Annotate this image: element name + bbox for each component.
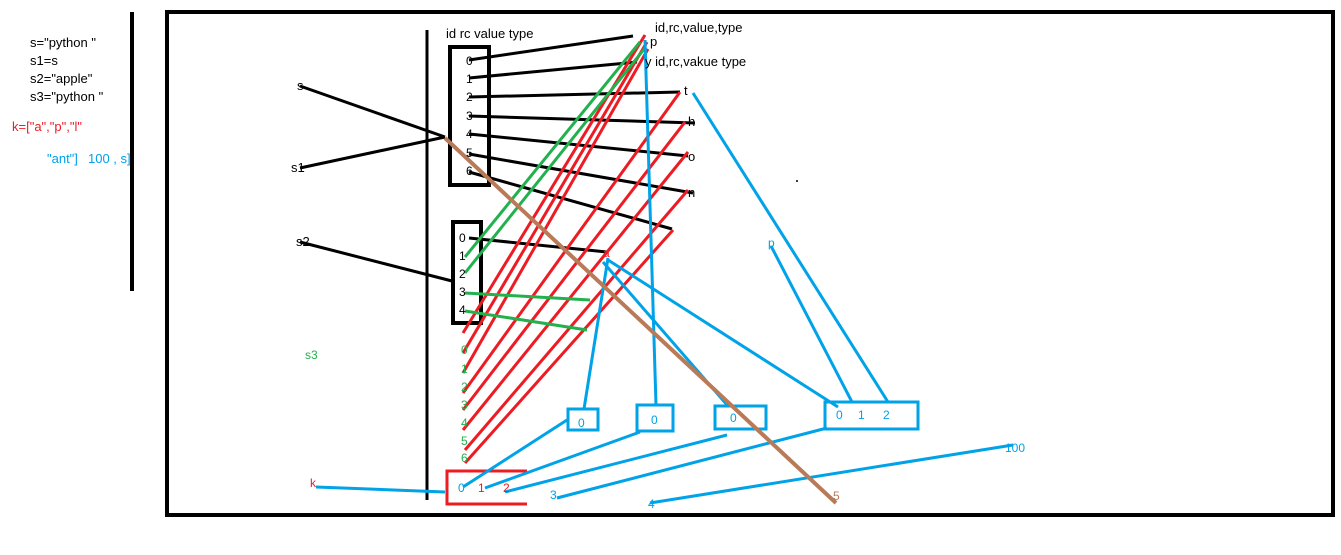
diagram-frame bbox=[165, 10, 1335, 517]
nested-cell-2: 2 bbox=[883, 408, 890, 422]
k-extra-5: 5 bbox=[833, 489, 840, 503]
list-cell-box-1 bbox=[566, 407, 600, 432]
number-100: 100 bbox=[1005, 441, 1025, 455]
list-cell-2: 0 bbox=[651, 413, 658, 427]
var-k: k bbox=[310, 476, 317, 490]
stray-dot bbox=[796, 180, 798, 182]
letter-h: h bbox=[688, 114, 695, 129]
green-index-0: 0 bbox=[461, 343, 468, 357]
green-index-6: 6 bbox=[461, 451, 468, 465]
list-cell-box-3 bbox=[713, 404, 768, 431]
apple-index-1: 1 bbox=[459, 249, 466, 263]
k-cell-2: 2 bbox=[503, 481, 510, 495]
code-line-5: k=["a","p","l" bbox=[12, 119, 82, 134]
apple-index-3: 3 bbox=[459, 285, 466, 299]
nested-cell-1: 1 bbox=[858, 408, 865, 422]
blue-lines bbox=[315, 39, 1014, 505]
nested-list-label: p bbox=[768, 236, 775, 250]
green-index-1: 1 bbox=[461, 362, 468, 376]
letter-t: t bbox=[684, 83, 688, 98]
code-line-1: s="python " bbox=[30, 35, 96, 50]
green-index-2: 2 bbox=[461, 380, 468, 394]
apple-index-4: 4 bbox=[459, 303, 466, 317]
py-index-6: 6 bbox=[466, 164, 473, 178]
brown-line bbox=[443, 136, 838, 505]
py-index-1: 1 bbox=[466, 72, 473, 86]
code-line-6b: 100 , s] bbox=[88, 151, 131, 166]
py-index-3: 3 bbox=[466, 109, 473, 123]
code-line-2: s1=s bbox=[30, 53, 58, 68]
nested-list-box bbox=[823, 400, 920, 431]
py-index-0: 0 bbox=[466, 54, 473, 68]
apple-index-0: 0 bbox=[459, 231, 466, 245]
apple-index-2: 2 bbox=[459, 267, 466, 281]
letter-o: o bbox=[688, 149, 695, 164]
green-index-4: 4 bbox=[461, 416, 468, 430]
var-s1: s1 bbox=[291, 160, 305, 175]
var-s: s bbox=[297, 78, 304, 93]
green-index-5: 5 bbox=[461, 434, 468, 448]
green-lines bbox=[463, 41, 647, 332]
header-top-right: id,rc,value,type bbox=[655, 20, 742, 35]
k-cell-1: 1 bbox=[478, 481, 485, 495]
list-cell-1: 0 bbox=[578, 416, 585, 430]
py-index-4: 4 bbox=[466, 127, 473, 141]
letter-n: n bbox=[688, 185, 695, 200]
k-extra-4: 4 bbox=[648, 497, 655, 511]
code-line-3: s2="apple" bbox=[30, 71, 93, 86]
nested-cell-0: 0 bbox=[836, 408, 843, 422]
code-line-6a: "ant"] bbox=[47, 151, 78, 166]
py-index-2: 2 bbox=[466, 90, 473, 104]
var-s3: s3 bbox=[305, 348, 318, 362]
letter-a: a bbox=[603, 246, 610, 260]
letter-p: p bbox=[650, 34, 657, 49]
apple-string-box bbox=[451, 220, 483, 325]
code-line-4: s3="python " bbox=[30, 89, 104, 104]
list-cell-3: 0 bbox=[730, 411, 737, 425]
var-s2: s2 bbox=[296, 234, 310, 249]
green-index-3: 3 bbox=[461, 398, 468, 412]
py-index-5: 5 bbox=[466, 146, 473, 160]
header-second-right: y id,rc,vakue type bbox=[645, 54, 746, 69]
k-extra-3: 3 bbox=[550, 488, 557, 502]
header-main: id rc value type bbox=[446, 26, 533, 41]
k-cell-0: 0 bbox=[458, 481, 465, 495]
